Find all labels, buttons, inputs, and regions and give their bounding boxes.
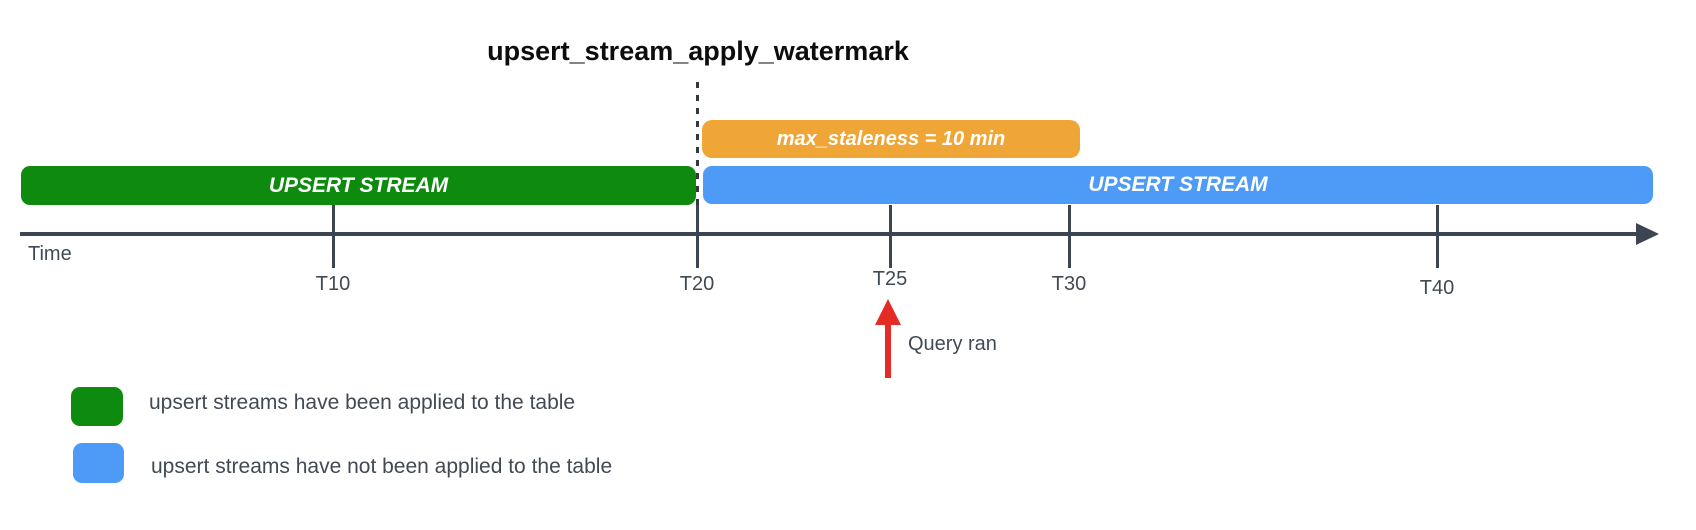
- tick-label-t40: T40: [1419, 277, 1455, 299]
- tick-label-t10: T10: [315, 273, 351, 295]
- query-ran-label: Query ran: [908, 333, 997, 355]
- legend-label-not-applied: upsert streams have not been applied to …: [151, 455, 613, 478]
- max-staleness-bar-label: max_staleness = 10 min: [776, 127, 1006, 150]
- upsert-stream-applied-bar-label: UPSERT STREAM: [268, 173, 449, 197]
- diagram-title: upsert_stream_apply_watermark: [487, 36, 909, 66]
- legend-label-applied: upsert streams have been applied to the …: [149, 391, 576, 414]
- tick-t25: [889, 205, 892, 268]
- max-staleness-bar: max_staleness = 10 min: [702, 120, 1080, 158]
- tick-t10: [332, 205, 335, 268]
- tick-label-t25: T25: [872, 268, 908, 290]
- query-ran-arrow-icon: [875, 299, 901, 325]
- query-ran-arrow-shaft: [885, 322, 891, 378]
- time-axis-arrowhead-icon: [1636, 223, 1659, 245]
- legend-swatch-not-applied: [73, 443, 124, 483]
- legend-swatch-applied: [71, 387, 123, 426]
- upsert-stream-applied-bar: UPSERT STREAM: [21, 166, 696, 205]
- watermark-dashed-line: [696, 82, 699, 205]
- upsert-stream-pending-bar-label: UPSERT STREAM: [1088, 173, 1268, 196]
- upsert-stream-pending-bar: UPSERT STREAM: [703, 166, 1653, 204]
- tick-label-t30: T30: [1051, 273, 1087, 295]
- time-axis-line: [20, 232, 1640, 236]
- tick-t40: [1436, 205, 1439, 268]
- tick-label-t20: T20: [679, 273, 715, 295]
- tick-t20: [696, 205, 699, 268]
- time-axis-label: Time: [28, 243, 72, 265]
- tick-t30: [1068, 205, 1071, 268]
